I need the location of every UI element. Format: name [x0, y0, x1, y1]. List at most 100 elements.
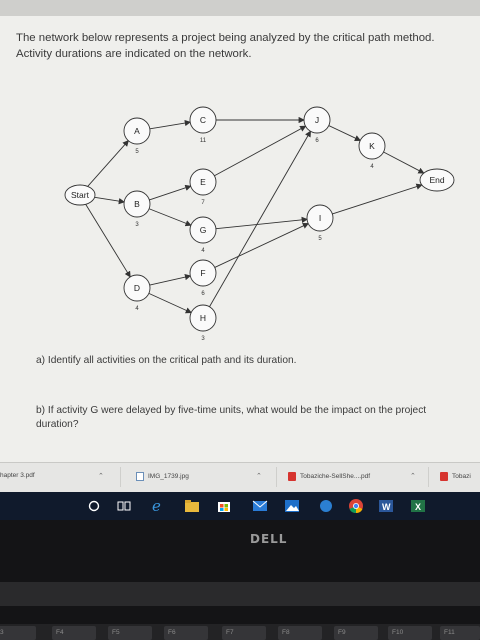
- duration-label-b: 3: [135, 222, 139, 228]
- node-d: [123, 274, 151, 302]
- duration-label-a: 5: [135, 149, 139, 155]
- download-item[interactable]: IMG_1739.jpg: [136, 472, 189, 481]
- chevron-up-icon[interactable]: ⌃: [98, 473, 104, 480]
- download-item[interactable]: Tobazi: [440, 472, 471, 481]
- node-start: [64, 184, 96, 206]
- duration-label-j: 6: [315, 138, 319, 144]
- duration-label-f: 6: [201, 291, 205, 297]
- download-filename: hapter 3.pdf: [0, 472, 35, 479]
- node-label-start: Start: [71, 190, 90, 200]
- pdf-file-icon: [440, 472, 448, 481]
- node-label-i: I: [319, 213, 321, 223]
- node-label-j: J: [315, 115, 319, 125]
- download-filename: IMG_1739.jpg: [148, 473, 189, 481]
- arrow-h-j: [209, 130, 311, 307]
- arrow-b-e: [149, 184, 192, 201]
- node-g: [189, 216, 217, 244]
- fkey: F3: [0, 626, 36, 640]
- arrow-start-a: [87, 140, 129, 187]
- arrow-f-i: [214, 222, 310, 268]
- laptop-hinge: [0, 582, 480, 606]
- fkey: F6: [164, 626, 208, 640]
- task-view-icon[interactable]: [116, 498, 132, 514]
- fkey: F8: [278, 626, 322, 640]
- chevron-up-icon[interactable]: ⌃: [256, 473, 262, 480]
- node-a: [123, 117, 151, 145]
- duration-label-h: 3: [201, 336, 205, 342]
- node-i: [306, 204, 334, 232]
- fkey: F4: [52, 626, 96, 640]
- dell-logo: DELL: [250, 532, 288, 546]
- arrow-b-g: [148, 208, 192, 227]
- download-filename: Tobaziche-SellShe....pdf: [300, 473, 371, 481]
- duration-label-g: 4: [201, 248, 205, 254]
- node-j: [303, 106, 331, 134]
- search-circle-icon[interactable]: [86, 498, 102, 514]
- mail-icon[interactable]: [252, 498, 268, 514]
- duration-label-c: 11: [200, 138, 207, 144]
- duration-label-d: 4: [135, 306, 139, 312]
- node-c: [189, 106, 217, 134]
- fkey: F10: [388, 626, 432, 640]
- duration-label-i: 5: [318, 236, 322, 242]
- node-label-k: K: [369, 141, 375, 151]
- download-item[interactable]: Tobaziche-SellShe....pdf: [288, 472, 370, 481]
- node-label-a: A: [134, 126, 140, 136]
- arrow-start-b: [94, 196, 126, 205]
- svg-text:X: X: [415, 502, 421, 512]
- word-icon[interactable]: W: [378, 498, 394, 514]
- question-intro: The network below represents a project b…: [16, 32, 435, 60]
- photos-icon[interactable]: [284, 498, 300, 514]
- node-label-g: G: [200, 225, 207, 235]
- document-page: [0, 16, 480, 462]
- node-label-end: End: [429, 175, 444, 185]
- file-explorer-icon[interactable]: [184, 498, 200, 514]
- arrow-d-h: [148, 292, 192, 314]
- arrow-start-d: [85, 204, 131, 278]
- node-h: [189, 304, 217, 332]
- node-label-e: E: [200, 177, 206, 187]
- node-f: [189, 259, 217, 287]
- node-end: [419, 168, 455, 192]
- node-label-b: B: [134, 199, 140, 209]
- node-e: [189, 168, 217, 196]
- network-icon[interactable]: [318, 498, 334, 514]
- divider: [276, 467, 277, 487]
- previous-page-edge: [0, 0, 480, 16]
- node-label-d: D: [134, 283, 140, 293]
- arrow-i-end: [332, 183, 423, 215]
- node-label-h: H: [200, 313, 206, 323]
- arrow-g-i: [215, 216, 308, 230]
- fkey: F11: [440, 626, 480, 640]
- store-icon[interactable]: [216, 498, 232, 514]
- divider: [428, 467, 429, 487]
- windows-taskbar: e W X: [0, 492, 480, 520]
- excel-icon[interactable]: X: [410, 498, 426, 514]
- node-label-f: F: [200, 268, 205, 278]
- downloads-bar: hapter 3.pdf ⌃ IMG_1739.jpg ⌃ Tobaziche-…: [0, 462, 480, 492]
- laptop-screen: The network below represents a project b…: [0, 0, 480, 520]
- download-item[interactable]: hapter 3.pdf: [0, 472, 35, 479]
- node-k: [358, 132, 386, 160]
- arrow-j-k: [328, 125, 362, 141]
- duration-label-k: 4: [370, 164, 374, 170]
- laptop-bezel: [0, 520, 480, 640]
- fkey: F7: [222, 626, 266, 640]
- arrow-e-j: [214, 125, 307, 177]
- divider: [120, 467, 121, 487]
- download-filename: Tobazi: [452, 473, 471, 481]
- node-b: [123, 190, 151, 218]
- fkey: F9: [334, 626, 378, 640]
- node-label-c: C: [200, 115, 206, 125]
- question-part-a: a) Identify all activities on the critic…: [36, 355, 297, 366]
- arrow-a-c: [149, 119, 192, 130]
- chrome-icon[interactable]: [348, 498, 364, 514]
- chevron-up-icon[interactable]: ⌃: [410, 473, 416, 480]
- fkey: F5: [108, 626, 152, 640]
- edge-icon[interactable]: e: [150, 498, 166, 514]
- arrow-k-end: [383, 151, 425, 174]
- svg-text:W: W: [382, 502, 391, 512]
- svg-text:e: e: [152, 498, 161, 514]
- image-file-icon: [136, 472, 144, 481]
